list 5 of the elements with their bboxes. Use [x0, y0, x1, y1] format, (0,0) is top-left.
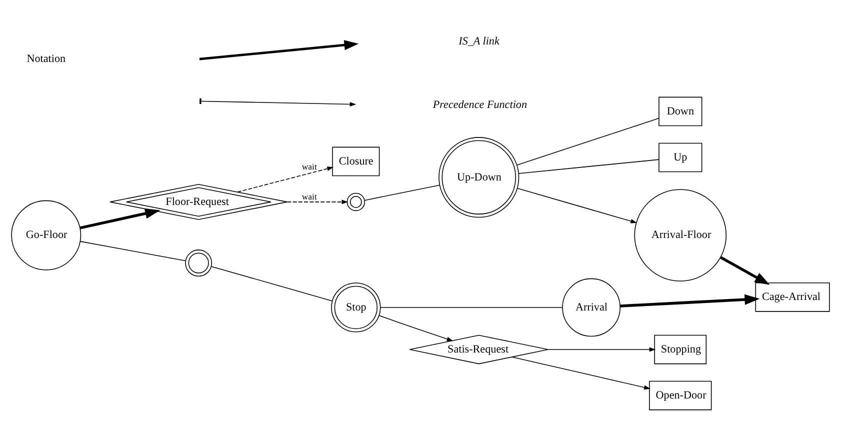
legend-label: IS_A link	[458, 36, 500, 48]
edge-label: wait	[302, 191, 317, 202]
legend-label: Precedence Function	[432, 99, 528, 112]
edge-label: wait	[302, 161, 317, 172]
label: Notation	[26, 53, 66, 66]
